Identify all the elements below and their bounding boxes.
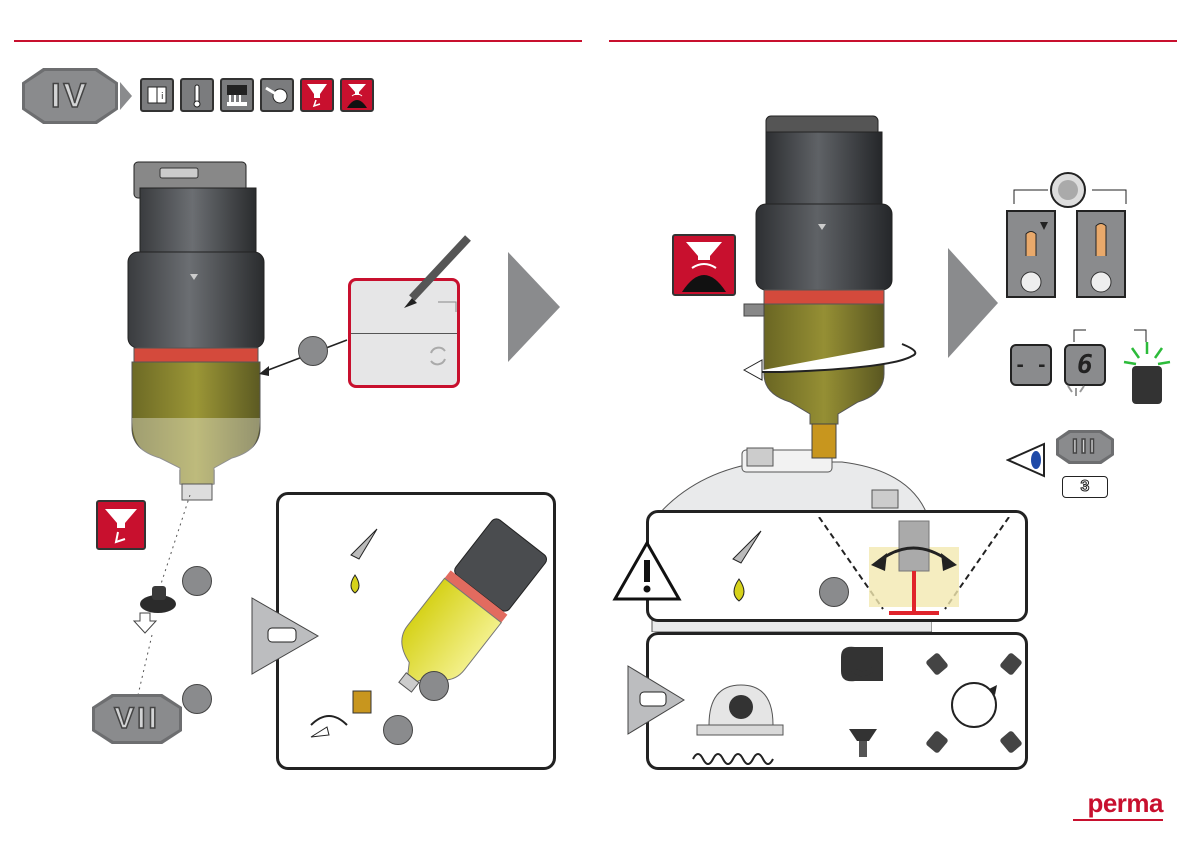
callout-marker xyxy=(182,684,212,714)
callout-marker xyxy=(419,671,449,701)
manual-icon: i xyxy=(140,78,174,112)
pointer-hand-icon xyxy=(626,664,686,736)
eye-icon xyxy=(1006,440,1050,480)
display-dashes: - - xyxy=(1010,344,1052,386)
header-rule-left xyxy=(14,40,582,42)
bracket-line xyxy=(1012,186,1132,206)
callout-marker xyxy=(182,566,212,596)
led-green-icon xyxy=(1122,340,1172,406)
pen-icon xyxy=(390,232,480,312)
warning-icon xyxy=(612,540,682,602)
screw-plug-icon xyxy=(136,580,186,620)
screw-plug-icon xyxy=(301,685,391,755)
pointer-hand-icon xyxy=(250,596,320,676)
bearing-icon xyxy=(687,655,797,765)
temperature-icon xyxy=(180,78,214,112)
rotate-icon xyxy=(423,341,453,371)
next-step-badge: VII xyxy=(92,694,182,744)
step-arrow-icon xyxy=(118,82,134,110)
oil-drop-icon xyxy=(337,525,397,605)
callout-marker xyxy=(383,715,413,745)
svg-text:i: i xyxy=(161,92,164,102)
rotation-icon xyxy=(919,643,1029,767)
header-rule-right xyxy=(609,40,1177,42)
grease-gun-icon xyxy=(220,78,254,112)
display-digit: 6 xyxy=(1064,344,1106,386)
press-button-panel xyxy=(1006,210,1056,298)
step-badge: IV xyxy=(22,68,118,124)
next-step-arrow xyxy=(508,252,560,362)
info-panel xyxy=(646,632,1028,770)
reader-badge: III xyxy=(1056,430,1114,464)
fill-cartridge-icon xyxy=(300,78,334,112)
oil-drop-icon xyxy=(717,525,777,611)
release-button-panel xyxy=(1076,210,1126,298)
step-badge-label: IV xyxy=(51,77,89,116)
brand-logo-underline xyxy=(1073,819,1163,821)
callout-marker xyxy=(298,336,328,366)
bracket-icon xyxy=(831,637,901,767)
blink-icon xyxy=(1064,384,1094,406)
callout-marker xyxy=(819,577,849,607)
brand-logo: perma xyxy=(1087,788,1163,819)
warning-panel xyxy=(646,510,1028,622)
tool-icon xyxy=(260,78,294,112)
activate-icon xyxy=(672,234,736,296)
next-step-arrow xyxy=(948,248,998,358)
next-step-badge-label: VII xyxy=(114,702,160,736)
reader-digit: 3 xyxy=(1062,476,1108,498)
activate-icon xyxy=(340,78,374,112)
